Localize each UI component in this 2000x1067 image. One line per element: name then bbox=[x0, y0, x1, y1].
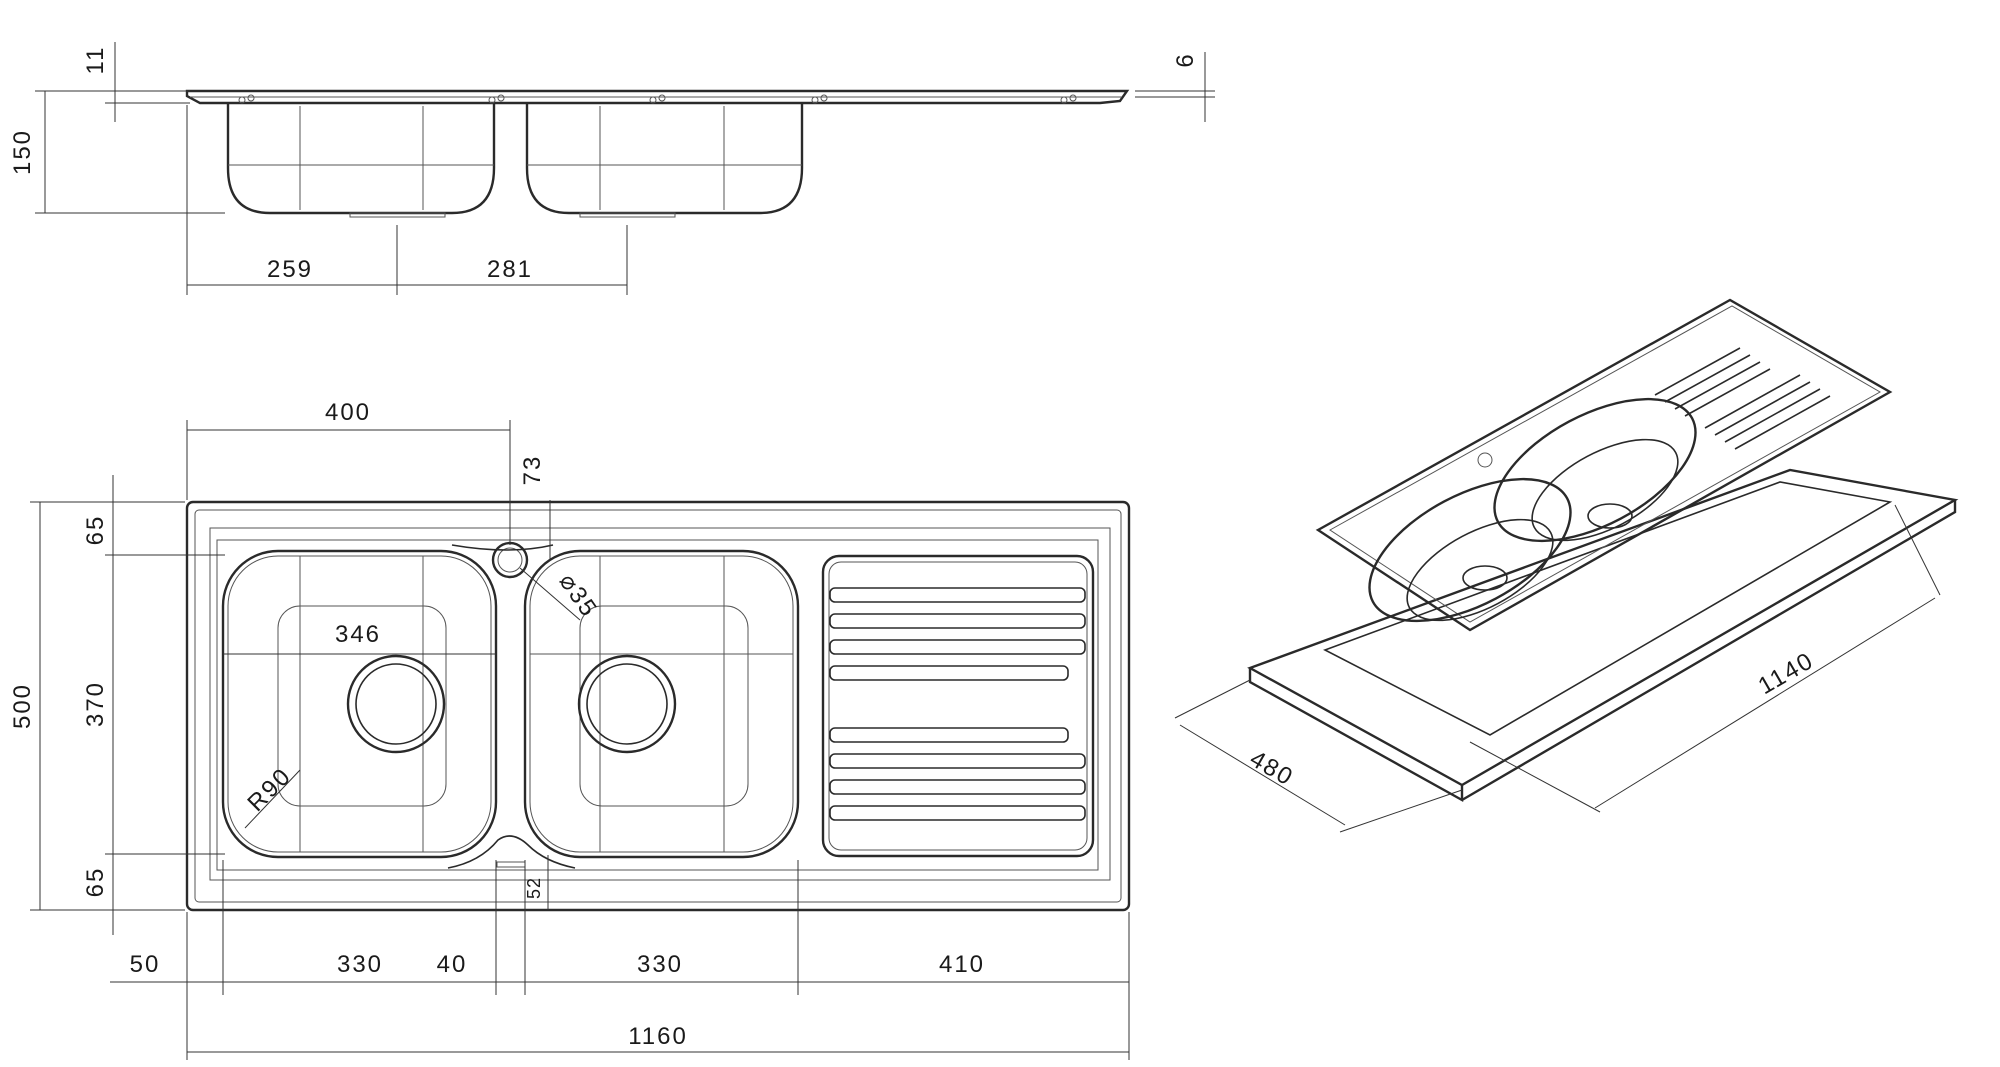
dim-overall-width: 1160 bbox=[628, 1023, 688, 1050]
dim-offset-281: 281 bbox=[487, 256, 533, 283]
dim-bowl-gap: 40 bbox=[437, 951, 468, 978]
dim-depth-500: 500 bbox=[9, 683, 36, 729]
drainer-ribs bbox=[829, 587, 1086, 821]
dim-offset-259: 259 bbox=[267, 256, 313, 283]
dim-bowl1-width: 330 bbox=[337, 951, 383, 978]
dim-overflow: 52 bbox=[524, 877, 544, 899]
dim-cutout-width: 1140 bbox=[1754, 647, 1819, 700]
dim-depth-150: 150 bbox=[9, 129, 36, 175]
dim-tap-hole-y: 73 bbox=[519, 455, 546, 486]
dim-tap-hole-x: 400 bbox=[325, 399, 371, 426]
dim-bowl2-width: 330 bbox=[637, 951, 683, 978]
dim-cutout-depth: 480 bbox=[1245, 745, 1298, 791]
dim-tap-hole-dia: ⌀35 bbox=[554, 569, 603, 623]
dim-top-margin: 65 bbox=[82, 515, 109, 546]
iso-view: 480 1140 bbox=[1174, 298, 1959, 833]
dim-bowl-inner: 346 bbox=[335, 621, 381, 648]
dim-drainer-width: 410 bbox=[939, 951, 985, 978]
dim-bowl-length: 370 bbox=[82, 681, 109, 727]
dim-flange-thickness: 11 bbox=[82, 46, 109, 75]
plan-view: 400 73 ⌀35 346 R90 500 65 370 65 52 bbox=[9, 399, 1131, 1060]
dim-left-margin: 50 bbox=[130, 951, 161, 978]
iso-drainer-ribs bbox=[1654, 347, 1831, 450]
dim-rim-thickness: 6 bbox=[1172, 52, 1199, 67]
dim-bottom-margin: 65 bbox=[82, 867, 109, 898]
dim-corner-radius: R90 bbox=[242, 762, 296, 816]
section-view: 11 6 150 259 281 bbox=[9, 42, 1215, 295]
